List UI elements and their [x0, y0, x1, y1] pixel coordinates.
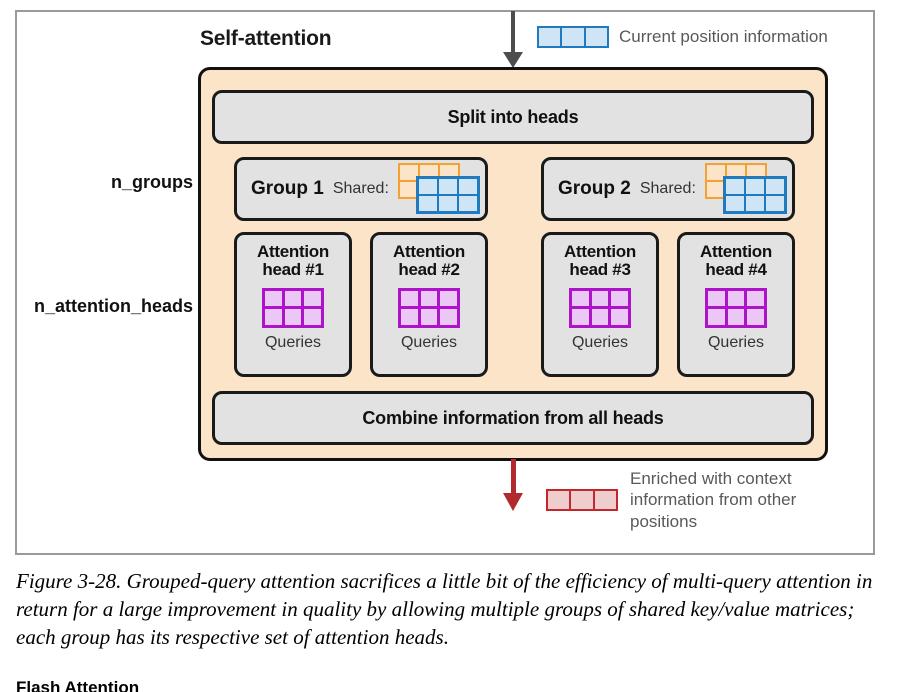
attention-head-1-title: Attention head #1	[257, 242, 329, 280]
figure-caption: Figure 3-28. Grouped-query attention sac…	[16, 569, 873, 649]
legend-current-position-label: Current position information	[619, 27, 828, 46]
attention-head-1-title-line1: Attention	[257, 242, 329, 261]
attention-head-3-title-line2: head #3	[569, 260, 631, 280]
label-n-attention-heads: n_attention_heads	[33, 296, 193, 316]
legend-enriched-context-label: Enriched with context information from o…	[630, 469, 797, 531]
group-1-shared-label: Shared:	[332, 180, 389, 197]
output-arrow-head-icon	[503, 493, 523, 511]
group-1-shared-kv-matrices-icon	[397, 163, 482, 215]
group-box-2: Group 2 Shared:	[541, 157, 795, 221]
attention-head-2-title-line2: head #2	[398, 260, 460, 280]
attention-head-box-4: Attention head #4 Queries	[677, 232, 795, 377]
group-box-1: Group 1 Shared:	[234, 157, 488, 221]
attention-head-2-queries-label: Queries	[400, 333, 458, 351]
attention-head-3-queries-grid-icon	[569, 287, 631, 328]
attention-head-4-queries-grid-icon	[705, 287, 767, 328]
attention-head-3-title: Attention head #3	[564, 242, 636, 280]
split-into-heads-box: Split into heads	[212, 90, 814, 144]
attention-head-2-title-line1: Attention	[393, 242, 465, 261]
input-arrow-head-icon	[503, 52, 523, 68]
attention-head-1-title-line2: head #1	[262, 260, 324, 280]
next-section-heading: Flash Attention	[16, 678, 140, 692]
group-2-shared-kv-matrices-icon	[704, 163, 789, 215]
attention-head-1-queries-label: Queries	[264, 333, 322, 351]
group-1-label: Group 1	[251, 178, 324, 199]
legend-swatch-red-icon	[546, 488, 618, 511]
attention-head-4-queries-label: Queries	[707, 333, 765, 351]
label-n-groups: n_groups	[110, 172, 193, 192]
attention-head-2-queries-grid-icon	[398, 287, 460, 328]
group-2-label: Group 2	[558, 178, 631, 199]
self-attention-title: Self-attention	[200, 27, 332, 50]
legend-enriched-context: Enriched with context information from o…	[546, 468, 860, 532]
group-1-values-grid-icon	[415, 176, 480, 214]
combine-information-box: Combine information from all heads	[212, 391, 814, 445]
output-arrow-shaft-icon	[511, 459, 516, 496]
attention-head-2-title: Attention head #2	[393, 242, 465, 280]
attention-head-box-2: Attention head #2 Queries	[370, 232, 488, 377]
legend-current-position: Current position information	[537, 26, 828, 48]
attention-head-box-3: Attention head #3 Queries	[541, 232, 659, 377]
attention-head-4-title: Attention head #4	[700, 242, 772, 280]
attention-head-4-title-line2: head #4	[705, 260, 767, 280]
attention-head-1-queries-grid-icon	[262, 287, 324, 328]
legend-swatch-blue-icon	[537, 26, 609, 48]
attention-head-3-queries-label: Queries	[571, 333, 629, 351]
input-arrow-shaft-icon	[511, 11, 515, 55]
group-2-values-grid-icon	[722, 176, 787, 214]
group-2-shared-label: Shared:	[639, 180, 696, 197]
attention-head-box-1: Attention head #1 Queries	[234, 232, 352, 377]
attention-head-4-title-line1: Attention	[700, 242, 772, 261]
attention-head-3-title-line1: Attention	[564, 242, 636, 261]
